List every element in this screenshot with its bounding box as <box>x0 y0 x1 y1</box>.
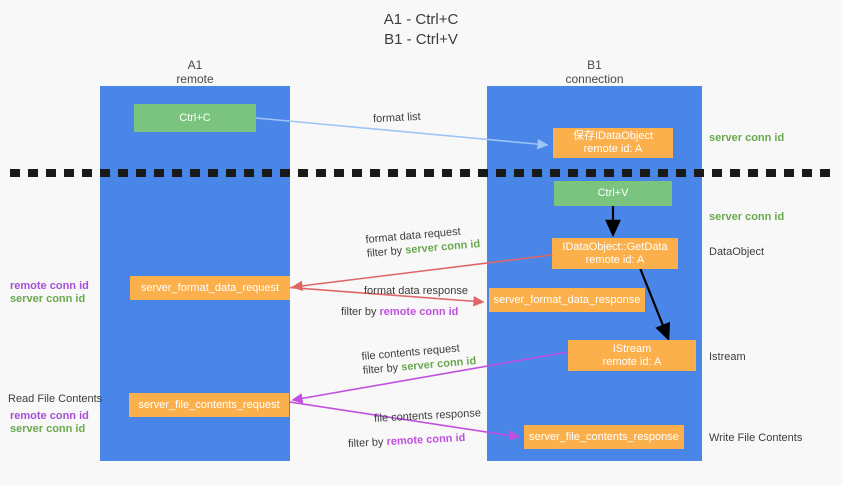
node-istream-line1: IStream <box>612 342 652 355</box>
annotation-dataobject: DataObject <box>709 246 765 258</box>
node-istream-line2: remote id: A <box>602 355 662 368</box>
annotation-read-file-contents: Read File Contents <box>8 393 103 405</box>
node-server-format-data-request-label: server_format_data_request <box>140 281 280 294</box>
annotation-remote-conn-id-lower: remote conn id <box>10 410 89 422</box>
filter-prefix: filter by <box>347 436 384 451</box>
node-ctrl-v-label: Ctrl+V <box>597 187 629 199</box>
edge-label-format-data-response: format data response <box>364 284 468 298</box>
annotation-server-conn-id-top: server conn id <box>709 132 785 144</box>
node-server-file-contents-response-label: server_file_contents_response <box>529 430 679 443</box>
node-server-format-data-request[interactable]: server_format_data_request <box>130 276 290 300</box>
edge-label-file-contents-response-filter: filter by remote conn id <box>348 431 466 451</box>
lane-a1-sub: remote <box>176 72 214 86</box>
lane-header-a1: A1 remote <box>100 58 290 86</box>
node-ctrl-v[interactable]: Ctrl+V <box>554 181 672 206</box>
filter-prefix: filter by <box>341 306 377 318</box>
ctrl-c-ctrl-v-separator <box>10 169 832 177</box>
node-istream[interactable]: IStream remote id: A <box>568 340 696 371</box>
filter-value-remote-conn-id: remote conn id <box>379 306 459 318</box>
filter-prefix: filter by <box>366 244 403 260</box>
node-idataobject-getdata-line2: remote id: A <box>585 253 645 266</box>
node-ctrl-c[interactable]: Ctrl+C <box>134 104 256 132</box>
edge-label-format-list-main: format list <box>372 110 421 126</box>
annotation-remote-conn-id-upper: remote conn id <box>10 280 89 292</box>
node-idataobject-getdata-line1: IDataObject::GetData <box>562 240 668 253</box>
filter-prefix: filter by <box>362 361 399 377</box>
lane-b1-name: B1 <box>587 58 602 72</box>
lane-b1-sub: connection <box>565 72 624 86</box>
node-save-idataobject[interactable]: 保存IDataObject remote id: A <box>553 128 673 158</box>
edge-label-format-data-response-main: format data response <box>364 285 468 297</box>
lane-a1-name: A1 <box>187 58 203 72</box>
node-server-format-data-response[interactable]: server_format_data_response <box>489 288 645 312</box>
annotation-server-conn-id-mid: server conn id <box>709 211 785 223</box>
title-line-1: A1 - Ctrl+C <box>383 11 459 28</box>
node-save-idataobject-line1: 保存IDataObject <box>572 130 654 142</box>
node-server-file-contents-request-label: server_file_contents_request <box>138 398 280 411</box>
node-save-idataobject-line2: remote id: A <box>583 143 643 155</box>
edge-label-format-data-response-filter: filter by remote conn id <box>341 305 458 319</box>
node-server-file-contents-request[interactable]: server_file_contents_request <box>129 393 289 417</box>
annotation-write-file-contents: Write File Contents <box>709 432 803 444</box>
node-server-file-contents-response[interactable]: server_file_contents_response <box>524 425 684 449</box>
title-line-2: B1 - Ctrl+V <box>384 31 458 48</box>
edge-label-file-contents-response: file contents response <box>374 406 482 426</box>
lane-header-b1: B1 connection <box>487 58 702 86</box>
diagram-title: A1 - Ctrl+C B1 - Ctrl+V <box>0 10 842 50</box>
annotation-istream: Istream <box>709 351 746 363</box>
edge-label-format-list: format list <box>373 110 421 126</box>
node-idataobject-getdata[interactable]: IDataObject::GetData remote id: A <box>552 238 678 269</box>
node-ctrl-c-label: Ctrl+C <box>179 111 211 124</box>
annotation-server-conn-id-lower: server conn id <box>10 423 86 435</box>
edge-label-file-contents-response-main: file contents response <box>373 407 482 425</box>
edge-label-file-contents-request: file contents request filter by server c… <box>361 340 477 378</box>
filter-value-remote-conn-id: remote conn id <box>386 431 466 449</box>
node-server-format-data-response-label: server_format_data_response <box>493 293 641 306</box>
edge-label-format-data-request: format data request filter by server con… <box>365 223 481 261</box>
annotation-server-conn-id-upper: server conn id <box>10 293 86 305</box>
